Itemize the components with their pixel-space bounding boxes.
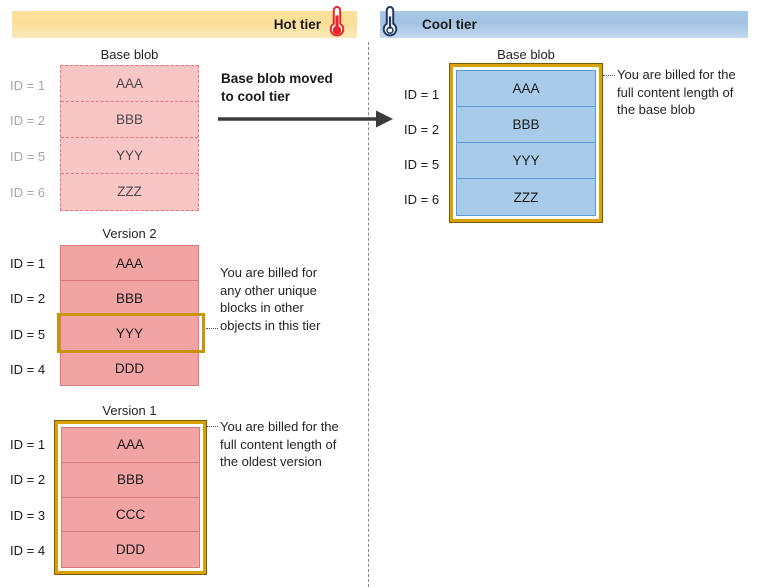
move-arrow-icon [218,110,393,128]
block-stack-hot-base-blob: AAA BBB YYY ZZZ [60,65,199,211]
id-label-v2-3: ID = 4 [10,362,46,377]
id-label-hot-base-3: ID = 6 [10,185,46,200]
note-cool-base-blob: You are billed for the full content leng… [617,67,736,117]
id-label-cool-base-1: ID = 2 [404,122,440,137]
id-label-v2-1: ID = 2 [10,291,46,306]
caption-version-2: Version 2 [102,226,157,241]
block-cell: AAA [457,71,595,107]
leader-line-cool-base [603,75,615,76]
block-cell: YYY [457,143,595,179]
note-version-2: You are billed for any other unique bloc… [220,265,321,333]
block-cell: AAA [62,428,199,463]
cool-tier-banner: Cool tier [380,11,748,38]
id-label-cool-base-2: ID = 5 [404,157,440,172]
block-cell: AAA [61,66,198,102]
block-cell: ZZZ [513,189,539,205]
id-label-cool-base-0: ID = 1 [404,87,440,102]
block-cell: BBB [62,463,199,498]
hot-tier-label: Hot tier [273,17,321,32]
block-stack-version-1: AAA BBB CCC DDD [61,427,200,568]
block-cell: YYY [61,138,198,174]
leader-line-version-1 [206,426,218,427]
caption-version-1: Version 1 [102,403,157,418]
id-label-hot-base-1: ID = 2 [10,113,46,128]
thermometer-hot-icon [329,6,345,37]
id-label-cool-base-3: ID = 6 [404,192,440,207]
id-label-v2-0: ID = 1 [10,256,46,271]
billing-highlight-version-1: AAA BBB CCC DDD [54,420,207,575]
billing-highlight-cool-base-blob: AAA BBB YYY ZZZ [449,63,603,223]
hot-tier-banner: Hot tier [12,11,357,38]
block-cell: AAA [61,246,198,281]
block-cell: CCC [62,498,199,533]
block-cell: DDD [115,542,146,558]
id-label-hot-base-2: ID = 5 [10,149,46,164]
note-version-1: You are billed for the full content leng… [220,419,339,469]
block-cell: BBB [61,102,198,138]
block-cell: BBB [61,281,198,316]
id-label-hot-base-0: ID = 1 [10,78,46,93]
tier-divider [368,42,369,587]
block-cell: BBB [457,107,595,143]
id-label-v2-2: ID = 5 [10,327,46,342]
caption-cool-base-blob: Base blob [497,47,555,62]
id-label-v1-3: ID = 4 [10,543,46,558]
thermometer-cool-icon [382,6,398,37]
id-label-v1-1: ID = 2 [10,472,46,487]
block-cell: DDD [114,360,145,376]
cool-tier-label: Cool tier [422,17,477,32]
leader-line-version-2 [206,328,218,329]
arrow-label: Base blob moved to cool tier [221,71,333,104]
caption-hot-base-blob: Base blob [100,47,159,62]
id-label-v1-2: ID = 3 [10,508,46,523]
billing-highlight-version-2-row [57,313,205,353]
id-label-v1-0: ID = 1 [10,437,46,452]
block-stack-cool-base-blob: AAA BBB YYY ZZZ [456,70,596,216]
block-cell: ZZZ [117,184,142,199]
